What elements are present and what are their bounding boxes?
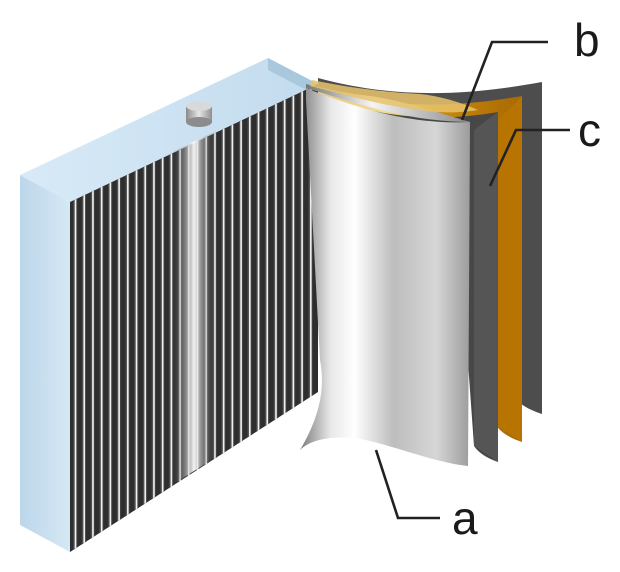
silver-electrode-sheet: [300, 88, 470, 466]
label-a: a: [452, 492, 478, 544]
central-highlight-band: [172, 131, 216, 485]
label-b: b: [574, 14, 600, 66]
middle-dark-edge: [474, 112, 498, 462]
pleat-highlight: [283, 99, 286, 415]
pleat-highlight: [257, 111, 260, 431]
pleat-highlight: [222, 128, 225, 454]
pleat-highlight: [92, 190, 94, 538]
pleat-highlight: [249, 116, 251, 437]
pleat-highlight: [301, 91, 303, 403]
frame-top-face: [20, 58, 318, 202]
frame-front-face: [20, 175, 70, 552]
label-c: c: [578, 104, 601, 156]
label-b-leader: [460, 40, 548, 121]
pleat-highlight: [240, 120, 242, 443]
pleat-highlight: [109, 182, 112, 527]
pleat-highlight: [135, 169, 138, 510]
pleat-highlight: [118, 178, 120, 521]
terminal-post-icon: [186, 101, 212, 127]
pleat-highlight: [161, 157, 164, 493]
pleat-highlight: [231, 124, 234, 448]
pleat-highlight: [153, 161, 155, 499]
pleat-highlight: [100, 186, 103, 533]
pleat-highlight: [170, 153, 173, 488]
frame-back-edge: [268, 58, 318, 96]
pleated-electrode-stack-icon: [73, 86, 314, 551]
label-a-leader: [374, 449, 440, 520]
pleat-highlight: [74, 198, 77, 549]
pleat-highlight: [266, 107, 269, 426]
pleat-highlight: [292, 95, 295, 409]
pleat-highlight: [83, 194, 86, 544]
bronze-top-curl: [310, 80, 478, 113]
pleated-electrode-stack: [70, 84, 318, 552]
bronze-separator-edge: [496, 96, 522, 442]
pleat-highlight: [127, 174, 129, 516]
label-c-leader: [488, 128, 570, 187]
pleat-highlight: [275, 103, 277, 420]
pleat-highlight: [144, 165, 147, 504]
